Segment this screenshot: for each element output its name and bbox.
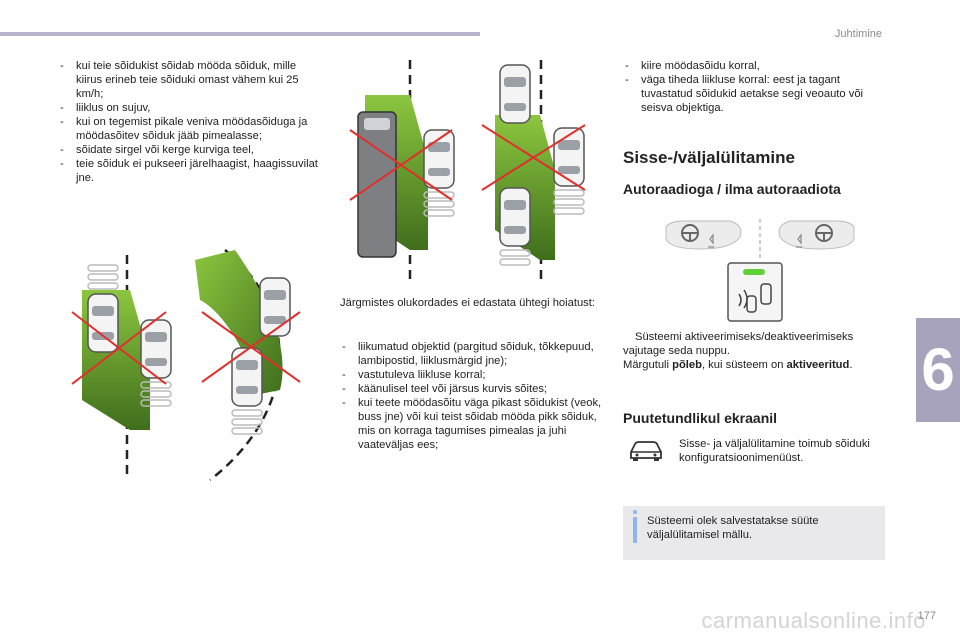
scene-long-vehicle bbox=[349, 60, 455, 285]
list-item: kiire möödasõidu korral, bbox=[623, 59, 888, 73]
list-item: liiklus on sujuv, bbox=[58, 101, 323, 115]
car-settings-icon bbox=[630, 441, 662, 461]
info-box: Süsteemi olek salvestatakse süüte väljal… bbox=[623, 506, 885, 560]
list-item: kui on tegemist pikale veniva möödasõidu… bbox=[58, 115, 323, 143]
chapter-tab: 6 bbox=[916, 318, 960, 422]
list-item: kui teete möödasõitu väga pikast sõiduki… bbox=[340, 396, 605, 452]
scene-curved-road bbox=[195, 249, 301, 481]
scene-dense-traffic bbox=[481, 60, 586, 285]
list-item: liikumatud objektid (pargitud sõiduk, tõ… bbox=[340, 340, 605, 368]
no-warning-list: liikumatud objektid (pargitud sõiduk, tõ… bbox=[340, 340, 605, 452]
blind-spot-illustrations bbox=[71, 60, 586, 481]
blind-spot-button-icon[interactable] bbox=[727, 262, 783, 322]
info-icon bbox=[633, 510, 637, 514]
scene-passing-slow bbox=[71, 255, 172, 480]
list-item: vastutuleva liikluse korral; bbox=[340, 368, 605, 382]
touchscreen-instruction: Sisse- ja väljalülitamine toimub sõiduki… bbox=[679, 438, 870, 464]
list-item: väga tiheda liikluse korral: eest ja tag… bbox=[623, 73, 888, 115]
heading-on-off: Sisse-/väljalülitamine bbox=[623, 148, 795, 167]
list-item: kui teie sõidukist sõidab mööda sõiduk, … bbox=[58, 59, 323, 101]
list-item: sõidate sirgel või kerge kurviga teel, bbox=[58, 143, 323, 157]
info-text: Süsteemi olek salvestatakse süüte väljal… bbox=[647, 515, 819, 541]
heading-touchscreen: Puutetundlikul ekraanil bbox=[623, 410, 778, 426]
section-title: Juhtimine bbox=[834, 28, 882, 40]
left-condition-list: kui teie sõidukist sõidab mööda sõiduk, … bbox=[58, 59, 323, 185]
list-item: teie sõiduk ei pukseeri järelhaagist, ha… bbox=[58, 157, 323, 185]
watermark: carmanualsonline.info bbox=[701, 608, 926, 633]
list-item: käänulisel teel või järsus kurvis sõites… bbox=[340, 382, 605, 396]
header-accent-bar bbox=[0, 32, 480, 36]
right-condition-list: kiire möödasõidu korral, väga tiheda lii… bbox=[623, 59, 888, 115]
page-number: 177 bbox=[917, 610, 936, 622]
mirror-indicators-icon bbox=[665, 219, 855, 259]
heading-radio: Autoraadioga / ilma autoraadiota bbox=[623, 181, 841, 197]
indicator-description: Märgutuli põleb, kui süsteem on aktiveer… bbox=[623, 359, 853, 371]
activation-instruction: Süsteemi aktiveerimiseks/deaktiveerimise… bbox=[623, 331, 854, 357]
no-warning-intro: Järgmistes olukordades ei edastata ühteg… bbox=[340, 297, 595, 309]
